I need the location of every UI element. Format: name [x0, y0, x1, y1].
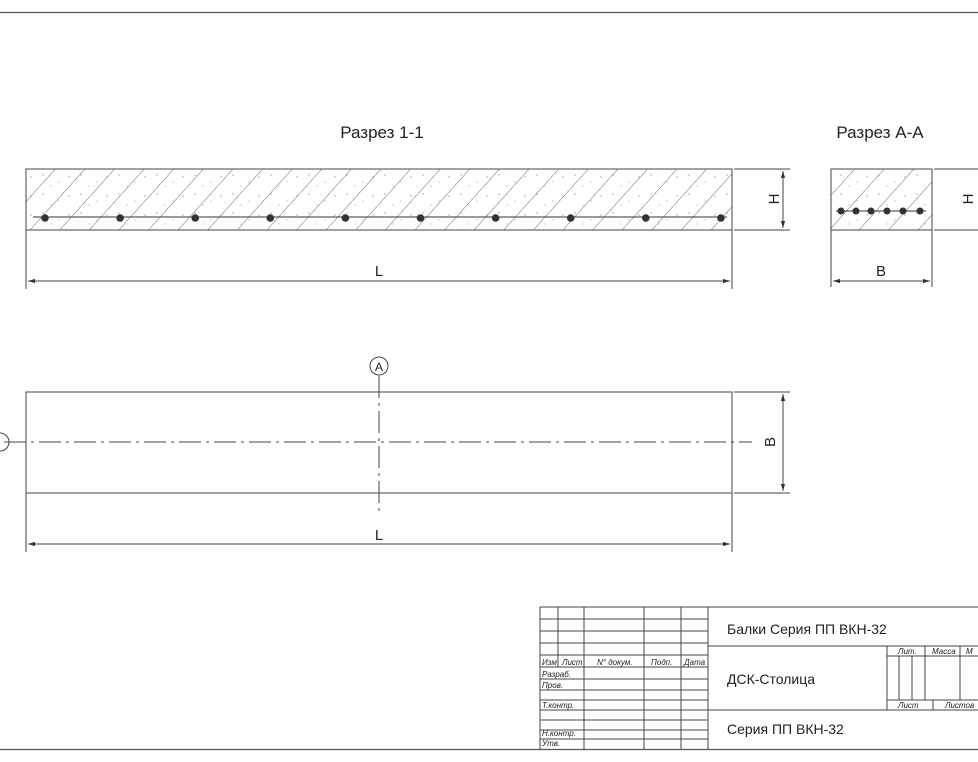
rebar-dot: [191, 214, 199, 222]
section-1-1-dimension-height: H: [734, 168, 790, 231]
section-a-a-dimension-height: H: [934, 168, 978, 231]
tb-role-developer: Разраб.: [542, 670, 571, 679]
title-block-right-grid: [886, 646, 978, 710]
rebar-dot: [416, 214, 425, 222]
section-1-1-height-label: H: [766, 194, 783, 205]
axis-marker-a-label: A: [375, 360, 383, 374]
rebar-dot: [883, 207, 891, 215]
title-block: Изм Лист N° докум. Подп. Дата Разраб. Пр…: [539, 606, 978, 749]
tb-role-approved: Утв.: [541, 739, 560, 748]
rebar-dot: [837, 207, 845, 215]
tb-col-sheet: Лист: [897, 701, 919, 710]
rebar-dot: [916, 207, 924, 215]
section-a-a-dimension-width: B: [830, 230, 933, 287]
section-a-a-beam: [830, 168, 933, 231]
plan-view-beam: [4, 376, 752, 512]
tb-role-tech-control: Т.контр.: [542, 701, 574, 710]
rebar-group-long: [41, 214, 725, 222]
tb-header-doc-no: N° докум.: [597, 658, 633, 667]
plan-dimension-length: L: [25, 493, 733, 552]
tb-designation: Балки Серия ПП ВКН-32: [727, 621, 887, 637]
rebar-dot: [852, 207, 860, 215]
section-1-1-beam: [25, 168, 733, 231]
tb-col-lit: Лит.: [897, 647, 917, 656]
rebar-dot: [867, 207, 875, 215]
plan-length-label: L: [375, 527, 383, 544]
tb-product-name: Серия ПП ВКН-32: [727, 721, 844, 737]
tb-header-sign: Подп.: [651, 658, 672, 667]
rebar-dot: [41, 214, 49, 222]
tb-header-izm: Изм: [542, 658, 557, 667]
section-a-a-width-label: B: [876, 263, 886, 280]
rebar-dot: [566, 214, 575, 222]
tb-header-date: Дата: [683, 658, 706, 667]
tb-organization: ДСК-Столица: [727, 671, 815, 687]
plan-dimension-width: B: [734, 391, 790, 494]
title-block-left-grid: [540, 607, 708, 749]
section-a-a-title: Разрез А-А: [836, 123, 924, 142]
rebar-dot: [266, 214, 275, 222]
section-a-a-height-label: H: [960, 194, 977, 205]
section-1-1-length-label: L: [375, 263, 383, 280]
tb-role-norm-control: Н.контр.: [542, 729, 576, 738]
rebar-group-cross: [837, 207, 924, 215]
rebar-dot: [642, 214, 650, 222]
tb-header-list: Лист: [561, 658, 583, 667]
plan-width-label: B: [762, 437, 779, 447]
rebar-dot: [341, 214, 350, 222]
axis-marker-a: A: [369, 356, 389, 376]
rebar-dot: [491, 214, 500, 222]
tb-role-checker: Пров.: [542, 681, 563, 690]
rebar-dot: [717, 214, 725, 222]
rebar-dot: [116, 214, 124, 222]
tb-col-mass: Масса: [932, 647, 956, 656]
section-1-1-dimension-length: L: [25, 230, 733, 289]
tb-col-sheets: Листов: [944, 701, 974, 710]
rebar-dot: [899, 207, 907, 215]
axis-marker-left-arc: [0, 432, 10, 452]
section-1-1-title: Разрез 1-1: [340, 123, 423, 142]
tb-col-scale: М: [966, 647, 973, 656]
